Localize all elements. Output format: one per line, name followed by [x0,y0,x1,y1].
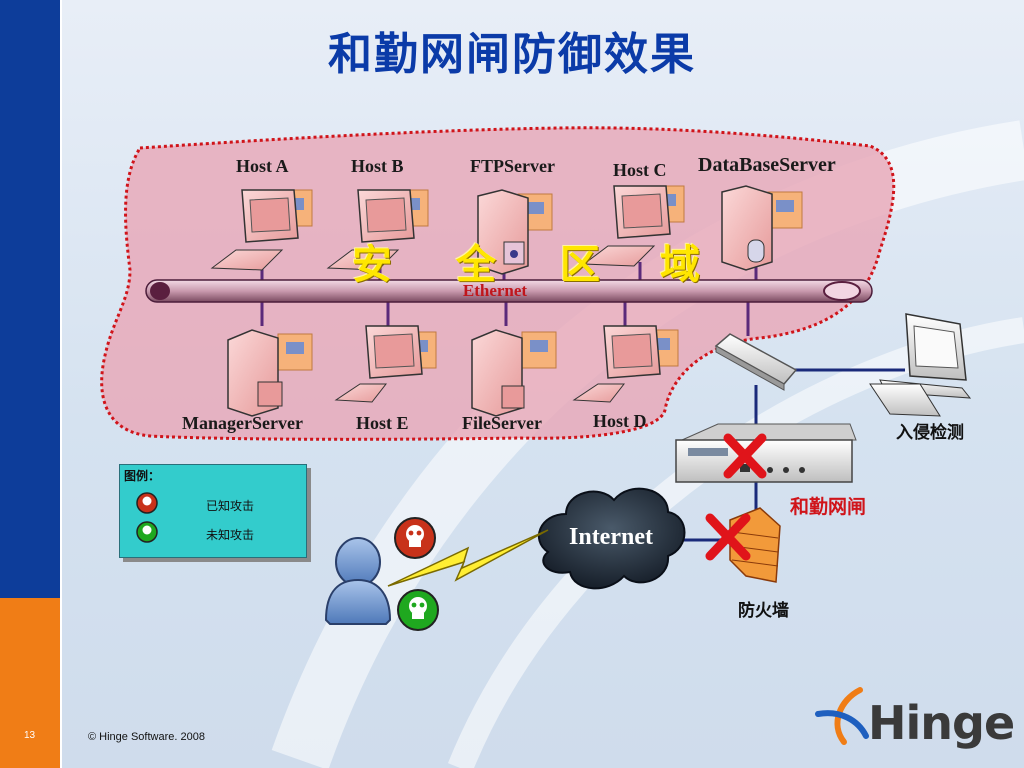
known-attack-skull-icon [394,517,436,559]
zone-char-4: 域 [660,242,700,288]
host-a-computer [210,189,313,271]
legend-box: 图例： 已知攻击 未知攻击 [119,464,307,558]
internet-label: Internet [569,524,653,550]
manager-server-machine [227,329,313,417]
unknown-attack-skull-icon [397,589,439,631]
firewall-block-x-icon [705,513,751,561]
database-server-label: DataBaseServer [698,154,836,176]
attacker-person-icon [324,537,392,625]
legend-title: 图例： [124,469,161,483]
legend-unknown-attack-label: 未知攻击 [206,528,255,542]
host-a-label: Host A [236,156,289,176]
gateway-label: 和勤网闸 [790,496,867,518]
attack-lightning-icon [387,529,549,587]
zone-char-1: 安 [352,242,392,288]
left-blue-bar [0,0,60,598]
manager-server-label: ManagerServer [182,413,303,433]
left-orange-bar [0,598,60,768]
firewall-label: 防火墙 [738,601,789,621]
host-d-label: Host D [593,411,647,431]
legend-known-attack-label: 已知攻击 [206,499,255,513]
file-server-label: FileServer [462,413,542,433]
legend-unknown-attack-icon [136,521,158,543]
network-switch [714,333,798,391]
ethernet-bus [145,279,873,303]
ftp-server-machine [477,189,553,275]
page-number: 13 [24,730,36,741]
slide-title: 和勤网闸防御效果 [328,29,696,80]
hinge-logo-text: Hinge [868,696,1015,750]
host-c-label: Host C [613,160,667,180]
host-e-label: Host E [356,413,409,433]
host-d-computer [572,325,679,403]
ids-computer [869,313,972,417]
legend-icons [136,492,158,543]
host-b-label: Host B [351,156,404,176]
database-server-machine [721,185,803,271]
ftp-server-label: FTPServer [470,156,555,176]
ethernet-label: Ethernet [462,281,528,300]
left-divider [60,0,62,768]
hinge-logo-icon [815,687,869,745]
zone-char-3: 区 [560,242,600,288]
gateway-block-x-icon [723,433,767,479]
legend-known-attack-icon [136,492,158,514]
ids-label: 入侵检测 [896,423,964,443]
host-c-computer [582,185,685,267]
file-server-machine [471,329,557,417]
host-e-computer [334,325,437,403]
internet-cloud-icon [537,487,686,590]
copyright-text: © Hinge Software. 2008 [88,731,205,743]
host-b-computer [326,189,429,271]
zone-char-2: 全 [456,242,496,288]
